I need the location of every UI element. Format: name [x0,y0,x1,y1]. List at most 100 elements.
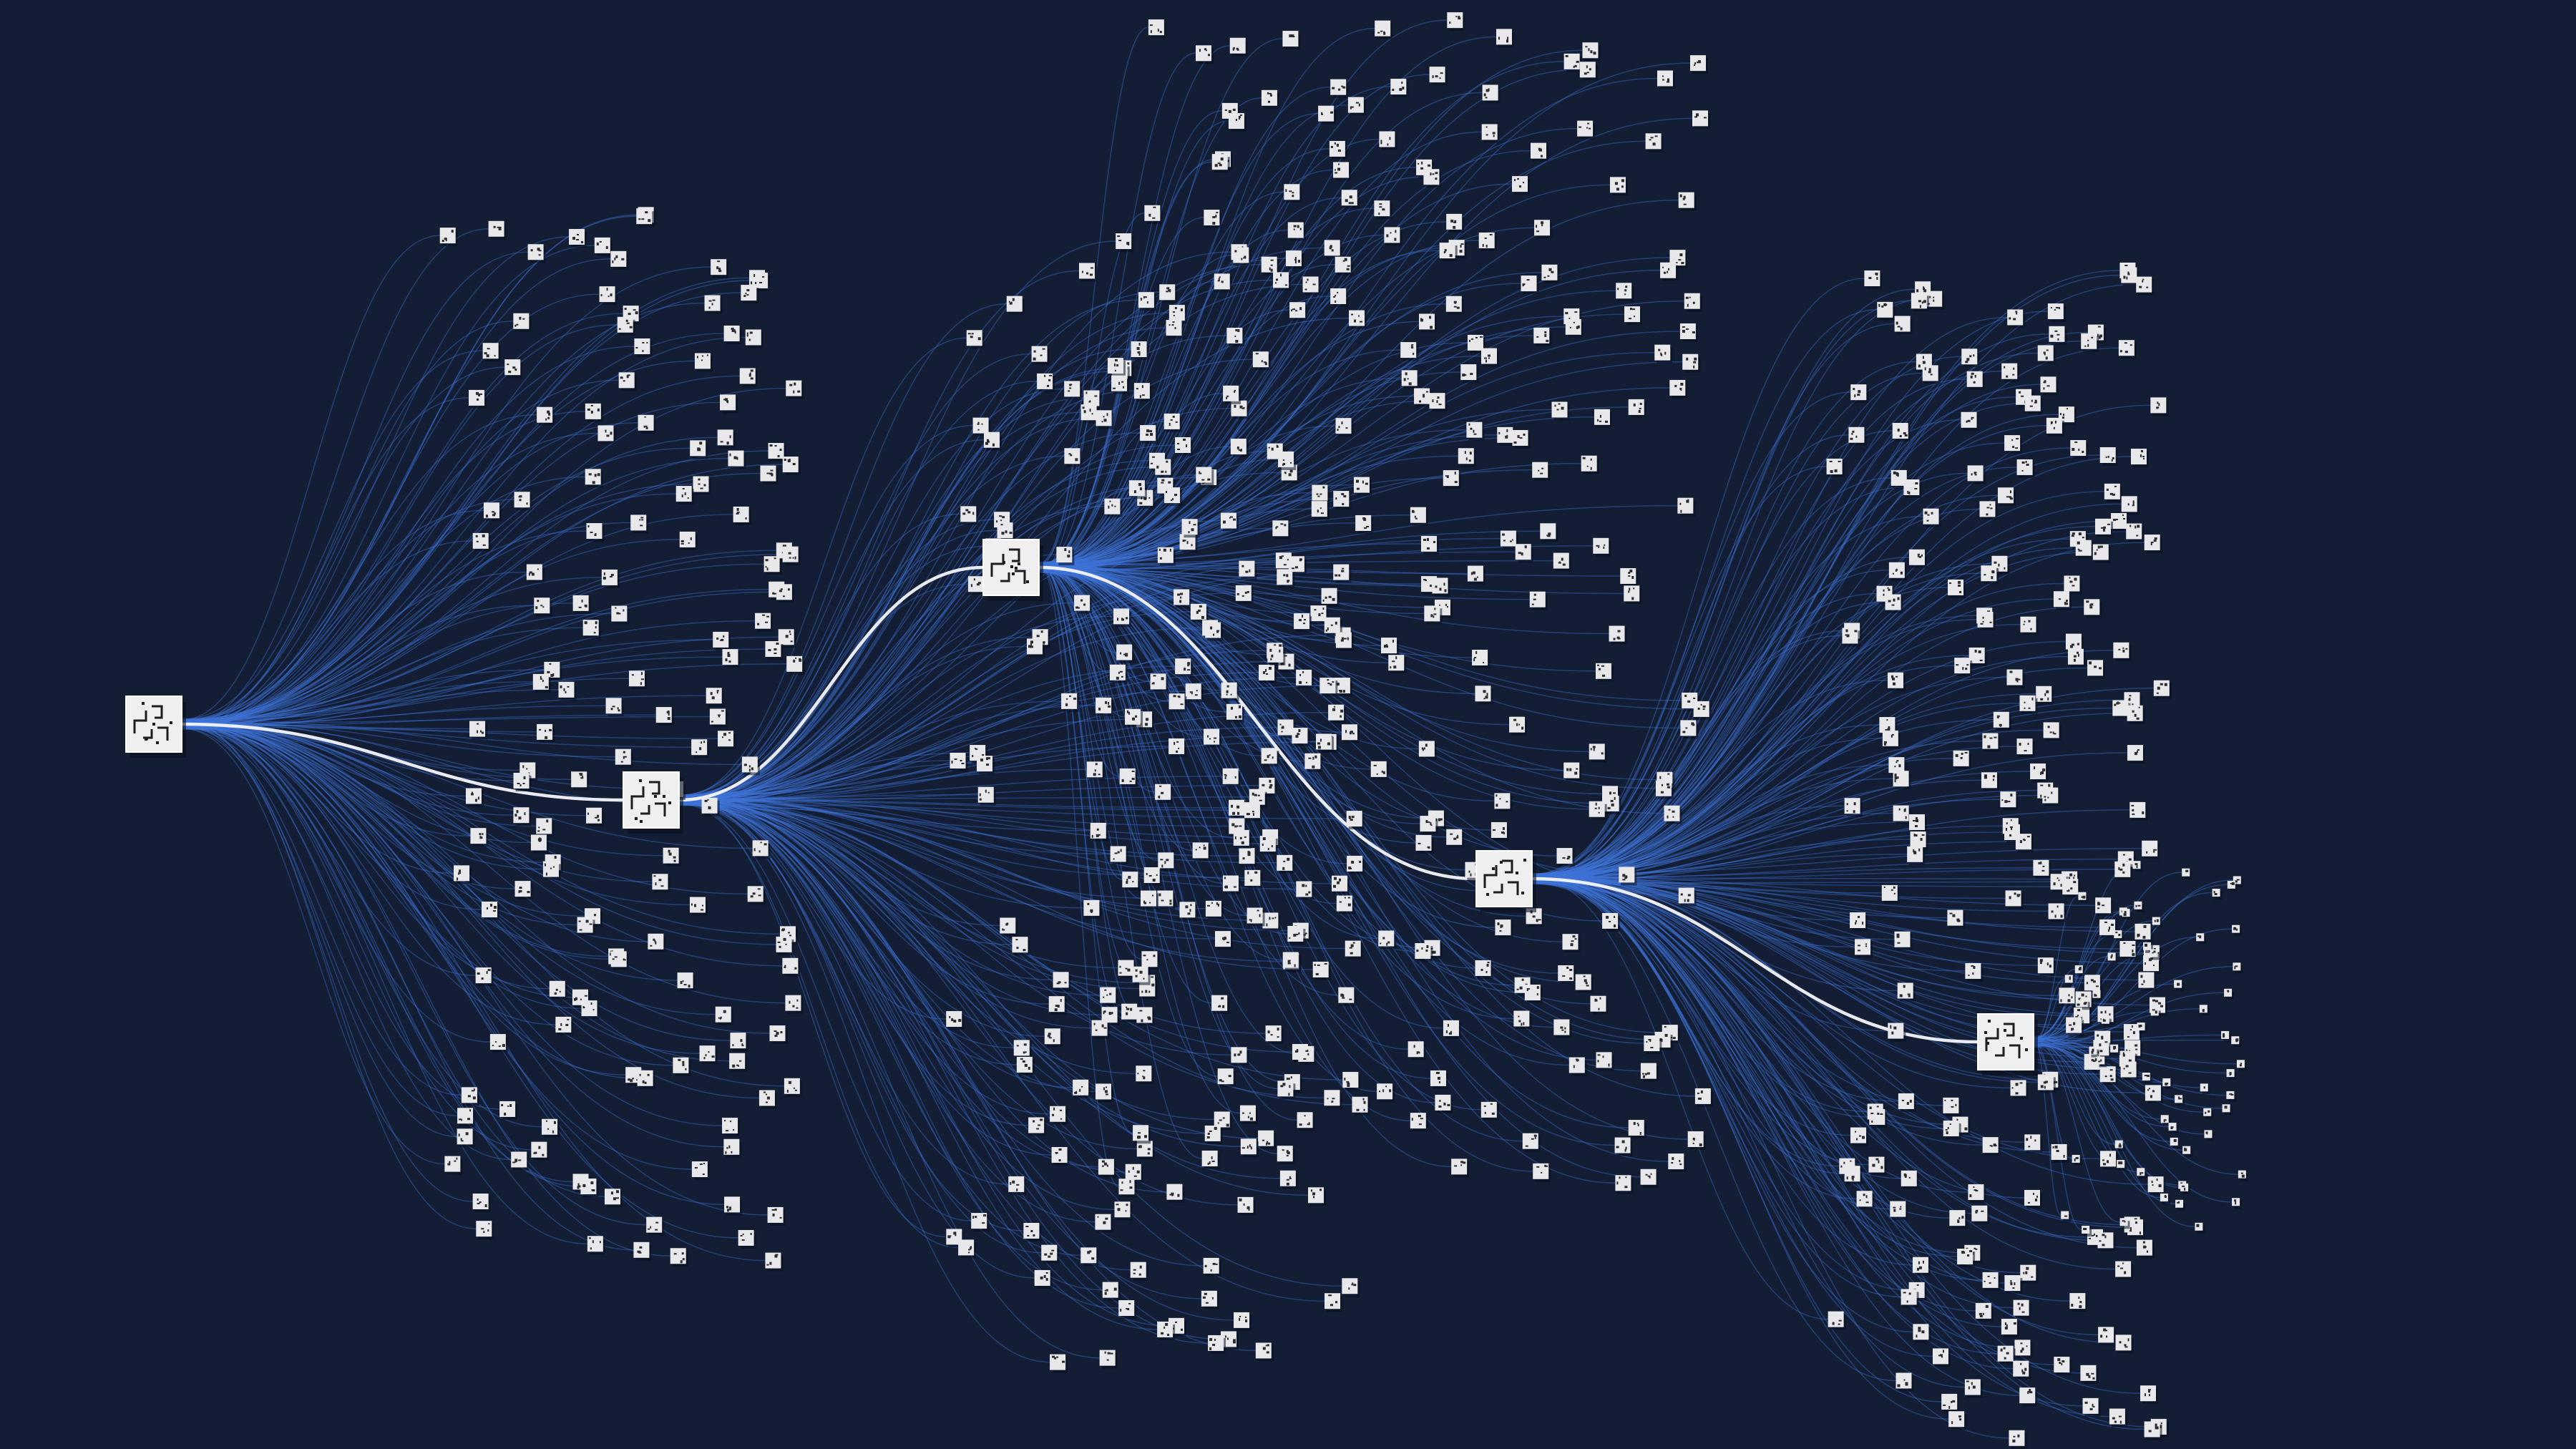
leaf-glyph [1217,903,1219,907]
leaf-glyph [1561,557,1563,561]
leaf-glyph [1218,1005,1221,1008]
leaf-node [1204,728,1222,748]
leaf-node [1204,210,1222,229]
leaf-glyph [1342,567,1345,570]
branch-edge [181,724,700,1054]
leaf-square [1203,1257,1219,1274]
leaf-node [1118,960,1136,979]
leaf-glyph [1525,1145,1528,1147]
leaf-glyph [1484,1111,1486,1114]
leaf-node [1447,12,1465,31]
leaf-square [706,688,722,704]
leaf-glyph [1214,164,1218,167]
leaf-glyph [1418,1123,1422,1126]
leaf-glyph [700,909,703,911]
branch-edge [1531,724,1880,877]
leaf-glyph [2050,421,2053,424]
leaf-glyph [972,512,975,515]
leaf-glyph [1450,833,1453,835]
leaf-glyph [1517,178,1520,180]
leaf-glyph [1547,275,1550,277]
leaf-glyph [1127,968,1131,972]
leaf-glyph [1108,705,1111,708]
leaf-glyph [1573,321,1575,323]
leaf-glyph [2054,309,2056,311]
leaf-glyph [1177,593,1181,596]
leaf-node [1577,120,1596,140]
leaf-glyph [1234,336,1236,338]
leaf-glyph [522,765,525,769]
leaf-glyph [1485,97,1488,99]
leaf-glyph [1435,75,1438,78]
leaf-glyph [1117,1208,1121,1211]
leaf-node [1677,497,1696,517]
leaf-glyph [1413,353,1415,356]
branch-edge [1531,882,2020,1396]
branch-edge [678,798,1131,1271]
leaf-node [1006,296,1025,315]
leaf-glyph [1540,148,1542,152]
leaf-glyph [1345,199,1348,203]
leaf-glyph [1133,1175,1137,1177]
leaf-glyph [1044,374,1046,377]
leaf-glyph [1696,113,1699,117]
leaf-glyph [678,1058,681,1061]
leaf-glyph [1002,928,1004,931]
leaf-glyph [1606,915,1609,919]
leaf-glyph [2146,286,2149,288]
leaf-glyph [1148,874,1152,877]
leaf-glyph [1418,1052,1420,1054]
leaf-glyph [1486,963,1489,967]
leaf-glyph [507,364,509,366]
leaf-glyph [1330,111,1334,114]
leaf-node [983,431,1002,451]
leaf-glyph [1214,1338,1216,1341]
leaf-glyph [1633,316,1635,318]
branch-edge [678,312,1169,797]
leaf-glyph [639,1073,641,1076]
leaf-square [527,244,544,260]
leaf-node [1211,995,1230,1014]
leaf-square [646,1216,663,1233]
leaf-glyph [1685,328,1689,330]
leaf-glyph [1570,943,1574,947]
branch-edge [678,800,1126,1173]
leaf-node [1660,262,1679,281]
branch-edge [1038,199,1679,572]
leaf-node [1443,1020,1461,1039]
leaf-glyph [1280,523,1284,525]
leaf-glyph [1179,600,1182,603]
leaf-glyph [451,230,454,233]
branch-edge [2033,1036,2200,1088]
leaf-glyph [1645,1174,1648,1176]
leaf-node [1429,67,1448,86]
leaf-glyph [970,584,972,587]
leaf-glyph [1546,535,1548,537]
leaf-glyph [1250,1146,1252,1150]
selected-path-edge [1038,565,1477,881]
leaf-glyph [1382,771,1385,774]
leaf-glyph [635,346,638,348]
branch-edge [181,720,638,1079]
leaf-glyph [1521,978,1524,981]
branch-edge [1531,592,1877,878]
leaf-glyph [1966,358,1970,361]
leaf-glyph [1244,255,1246,258]
leaf-glyph [1104,1289,1106,1292]
leaf-square [1318,105,1335,122]
branch-edge [678,353,1032,800]
branch-edge [1038,571,1662,1033]
branch-edge [1038,184,1610,569]
leaf-node [542,1118,560,1138]
leaf-node [673,1057,691,1076]
leaf-glyph [1633,1122,1636,1126]
leaf-glyph [1141,394,1145,396]
leaf-glyph [1289,937,1291,939]
leaf-glyph [953,1231,957,1235]
branch-edge [1038,567,1422,585]
leaf-glyph [1564,1027,1566,1030]
leaf-node [722,1118,741,1137]
leaf-square [1590,995,1606,1012]
leaf-glyph [1599,420,1601,422]
leaf-glyph [493,512,496,515]
